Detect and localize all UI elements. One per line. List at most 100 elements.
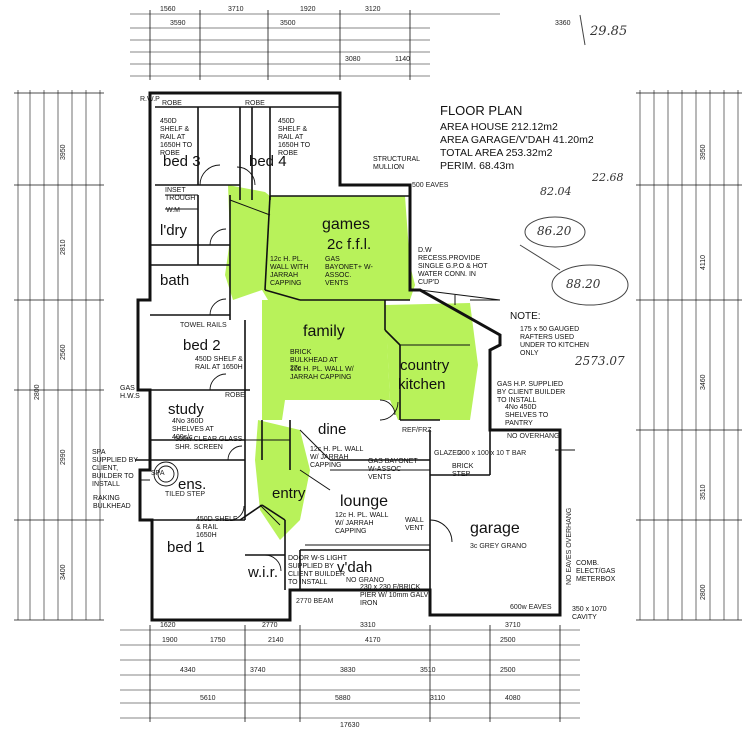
room-study: study	[168, 401, 204, 418]
gas-hp-note: GAS H.P. SUPPLIED BY CLIENT BUILDER TO I…	[497, 381, 566, 404]
structural-mullion: STRUCTURAL MULLION	[373, 156, 420, 171]
lintel: 200 x 100 x 10 T BAR	[458, 450, 527, 457]
spa-note: SPA SUPPLIED BY CLIENT, BUILDER TO INSTA…	[92, 449, 138, 488]
internal-walls	[135, 106, 561, 600]
spa-label: SPA	[151, 470, 165, 477]
dim-left-6: 2800	[34, 384, 41, 400]
room-kitchen: kitchen	[398, 376, 446, 393]
dim-top-1: 1560	[160, 6, 176, 13]
handwritten-n1: 82.04	[540, 185, 572, 198]
brick-step: BRICK STEP	[452, 463, 474, 478]
dim-bot4-2: 5880	[335, 695, 351, 702]
brick-pier: 230 x 230 F/BRICK PIER W/ 10mm GALV IRON	[360, 584, 429, 607]
dim-bot4-1: 5610	[200, 695, 216, 702]
gas-hws: GAS H.W.S	[120, 385, 140, 400]
glazed: GLAZED	[434, 450, 463, 457]
door-swings	[153, 164, 453, 572]
garage-grano: 3c GREY GRANO	[470, 543, 527, 550]
note-body: 175 x 50 GAUGED RAFTERS USED UNDER TO KI…	[520, 326, 589, 357]
room-ens: ens.	[178, 476, 207, 493]
dim-left-5: 3400	[60, 564, 67, 580]
room-country: country	[400, 357, 450, 374]
cavity: 350 x 1070 CAVITY	[572, 606, 607, 621]
dine-bayonet: GAS BAYONET W-ASSOC VENTS	[368, 458, 418, 481]
total-area: TOTAL AREA 253.32m2	[440, 147, 553, 159]
detail-lines	[140, 194, 575, 546]
games-bay-note: GAS BAYONET+ W-ASSOC. VENTS	[325, 256, 373, 287]
dim-top-2: 3710	[228, 6, 244, 13]
handwritten-top-right: 29.85	[590, 24, 628, 39]
bed2-shelf: 450D SHELF & RAIL AT 1650H	[195, 356, 243, 371]
dim-bot2-5: 2500	[500, 637, 516, 644]
eaves-600: 600w EAVES	[510, 604, 552, 611]
dim-top-3: 1920	[300, 6, 316, 13]
dim-top-5: 3360	[555, 20, 571, 27]
bed1-shelf: 450D SHELF & RAIL 1650H	[196, 516, 238, 539]
dim-overall: 17630	[340, 722, 360, 729]
robe-bed4: ROBE	[245, 100, 265, 107]
room-bed2: bed 2	[183, 337, 221, 354]
dim-right-5: 2800	[700, 584, 707, 600]
vdah-nograno: NO GRANO	[346, 577, 385, 584]
dim-bot3-2: 3740	[250, 667, 266, 674]
room-bath: bath	[160, 272, 190, 289]
outer-walls	[136, 91, 562, 622]
dim-bot3-4: 3510	[420, 667, 436, 674]
robe-bed3: ROBE	[162, 100, 182, 107]
dim-top2-3: 3080	[345, 56, 361, 63]
dim-bot2-1: 1900	[162, 637, 178, 644]
dim-left-1: 3950	[60, 144, 67, 160]
inset-trough: INSET TROUGH	[165, 187, 196, 202]
dim-right-1: 3950	[700, 144, 707, 160]
room-bed1: bed 1	[167, 539, 205, 556]
lounge-wall: 12c H. PL. WALL W/ JARRAH CAPPING	[335, 512, 389, 535]
highlight-area	[225, 185, 478, 540]
clear-glass: 500w CLEAR GLASS SHR. SCREEN	[175, 436, 243, 451]
robe-bed2: ROBE	[225, 392, 245, 399]
dim-top-4: 3120	[365, 6, 381, 13]
dim-bot-4: 3710	[505, 622, 521, 629]
dim-top2-2: 3500	[280, 20, 296, 27]
area-garage: AREA GARAGE/V'DAH 41.20m2	[440, 134, 594, 146]
dim-right-3: 3460	[700, 374, 707, 390]
games-wall-note: 12c H. PL. WALL WITH JARRAH CAPPING	[270, 256, 309, 287]
tiled-step: TILED STEP	[165, 491, 206, 498]
family-wall: 10c H. PL. WALL W/ JARRAH CAPPING	[290, 366, 354, 381]
handwritten-n4: 88.20	[566, 277, 601, 291]
family-bulkhead: BRICK BULKHEAD AT 27c	[290, 349, 338, 372]
perimeter: PERIM. 68.43m	[440, 160, 515, 172]
door-note: DOOR W-S LIGHT SUPPLIED BY CLIENT BUILDE…	[288, 555, 347, 586]
pantry-shelves: 4No 450D SHELVES TO PANTRY	[505, 404, 549, 427]
room-garage: garage	[470, 520, 520, 537]
wall-vent: WALL VENT	[405, 517, 424, 532]
room-lounge: lounge	[340, 493, 389, 510]
dw-recess-note: D.W RECESS.PROVIDE SINGLE G.P.O & HOT WA…	[418, 247, 488, 286]
room-games-sub: 2c f.f.l.	[327, 236, 372, 253]
dim-bot4-4: 4080	[505, 695, 521, 702]
room-vdah: v'dah	[337, 559, 373, 576]
room-dine: dine	[318, 421, 347, 438]
room-games: games	[322, 216, 371, 233]
dim-bot2-3: 2140	[268, 637, 284, 644]
room-family: family	[303, 323, 345, 340]
dim-top2-4: 1140	[395, 56, 411, 63]
dine-wall: 12c H. PL. WALL W/ JARRAH CAPPING	[310, 446, 364, 469]
dim-bot4-3: 3110	[430, 695, 446, 702]
dim-right-4: 3510	[700, 484, 707, 500]
shelf-bed3: 450D SHELF & RAIL AT 1650H TO ROBE	[160, 118, 193, 157]
eaves-500: 500 EAVES	[412, 182, 449, 189]
area-house: AREA HOUSE 212.12m2	[440, 121, 558, 133]
dimension-lines	[17, 13, 739, 719]
handwritten-marks	[519, 14, 629, 306]
study-shelves: 4No 360D SHELVES AT 400c/c	[172, 418, 214, 441]
dim-right-2: 4110	[700, 254, 707, 270]
ref-frz: REF/FRZ	[402, 427, 432, 434]
rwp-label: R.W.P	[140, 96, 160, 103]
dim-bot3-1: 4340	[180, 667, 196, 674]
plan-title: FLOOR PLAN	[440, 103, 523, 118]
shelf-bed4: 450D SHELF & RAIL AT 1650H TO ROBE	[278, 118, 311, 157]
dim-bot3-3: 3830	[340, 667, 356, 674]
dim-bot3-5: 2500	[500, 667, 516, 674]
dim-bot-3: 3310	[360, 622, 376, 629]
